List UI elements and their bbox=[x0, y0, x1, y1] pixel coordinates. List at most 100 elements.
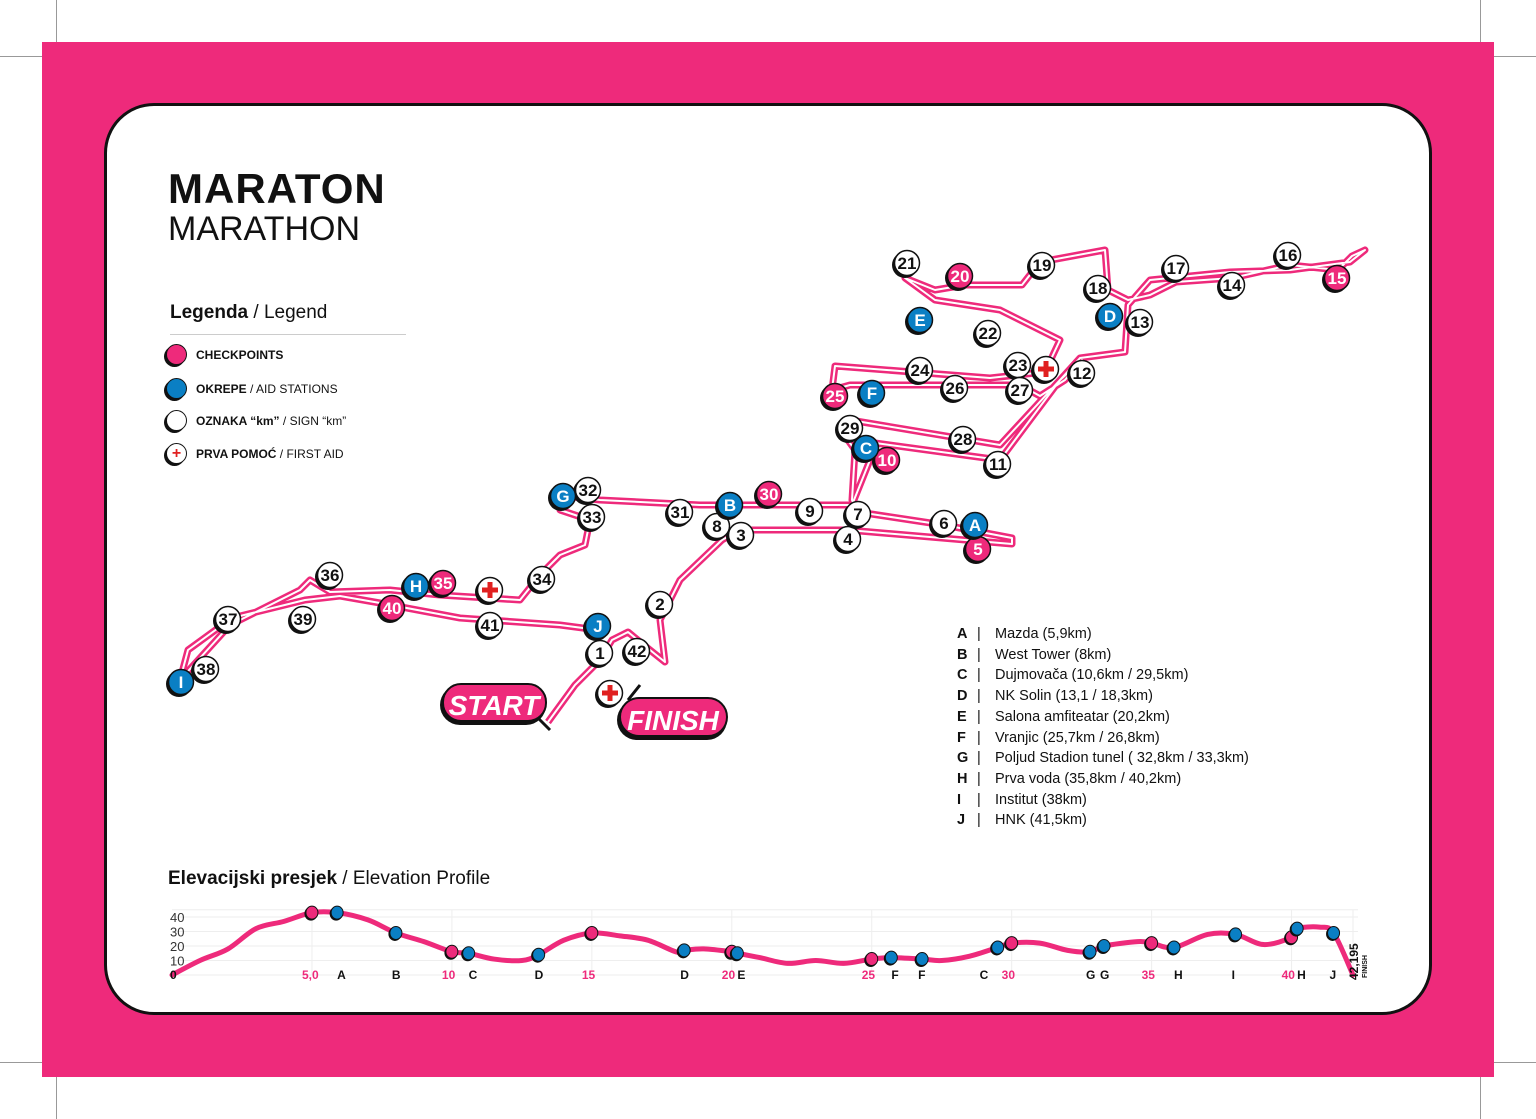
km-sign-marker-label: 31 bbox=[671, 503, 690, 522]
km-sign-marker: 33 bbox=[577, 503, 606, 532]
km-sign-marker: 19 bbox=[1027, 251, 1056, 280]
km-sign-marker: 21 bbox=[892, 249, 921, 278]
elevation-checkpoint-point bbox=[865, 952, 879, 967]
station-name: Mazda (5,9km) bbox=[995, 626, 1092, 642]
separator: | bbox=[977, 791, 981, 808]
aid-station-marker: A bbox=[960, 511, 989, 540]
finish-label: FINISH bbox=[627, 705, 720, 736]
finish-badge: FINISH bbox=[617, 684, 728, 740]
km-sign-marker: 23 bbox=[1003, 351, 1032, 380]
km-sign-marker-label: 16 bbox=[1279, 246, 1298, 265]
checkpoint-marker-label: 10 bbox=[878, 451, 897, 470]
y-tick-label: 10 bbox=[170, 954, 184, 969]
y-tick-label: 20 bbox=[170, 939, 184, 954]
elevation-aid-point bbox=[389, 925, 403, 940]
legend-heading-rest: / Legend bbox=[248, 302, 328, 323]
aid-station-marker-label: J bbox=[593, 617, 602, 636]
station-row: E | Salona amfiteatar (20,2km) bbox=[957, 707, 1249, 728]
km-sign-marker-label: 2 bbox=[655, 595, 664, 614]
x-tick-km-label: 20 bbox=[722, 968, 736, 982]
km-sign-marker-label: 23 bbox=[1009, 356, 1028, 375]
km-sign-marker-label: 1 bbox=[595, 644, 604, 663]
km-sign-marker: 9 bbox=[795, 497, 824, 526]
start-label: START bbox=[449, 690, 543, 721]
crop-mark bbox=[56, 0, 57, 42]
legend-label-rest: / SIGN “km” bbox=[279, 413, 347, 428]
checkpoint-marker: 5 bbox=[963, 535, 992, 564]
elevation-aid-point bbox=[991, 940, 1005, 955]
km-sign-marker: 4 bbox=[833, 525, 862, 554]
x-tick-aid-label: B bbox=[392, 968, 401, 982]
first-aid-cross-icon: + bbox=[166, 443, 187, 464]
km-sign-marker-label: 28 bbox=[954, 430, 973, 449]
checkpoint-marker-label: 35 bbox=[434, 574, 453, 593]
elevation-aid-point bbox=[1229, 927, 1243, 942]
crop-mark bbox=[1480, 1077, 1481, 1119]
km-sign-marker-label: 13 bbox=[1131, 313, 1150, 332]
legend-item-aid: OKREPE / AID STATIONS bbox=[166, 378, 338, 399]
crop-mark bbox=[0, 56, 42, 57]
aid-station-marker-label: C bbox=[860, 439, 872, 458]
legend-label-rest: / FIRST AID bbox=[276, 446, 344, 461]
checkpoint-marker-label: 15 bbox=[1328, 269, 1347, 288]
station-row: I|Institut (38km) bbox=[957, 790, 1249, 811]
km-sign-marker-label: 19 bbox=[1033, 256, 1052, 275]
x-tick-km-label: 5,0 bbox=[302, 968, 319, 982]
checkpoint-marker: 30 bbox=[754, 480, 783, 509]
x-tick-aid-label: J bbox=[1330, 968, 1337, 982]
km-sign-marker-label: 41 bbox=[481, 616, 500, 635]
crop-mark bbox=[1480, 0, 1481, 42]
x-tick-aid-label: D bbox=[535, 968, 544, 982]
separator: | bbox=[977, 646, 981, 663]
station-row: G|Poljud Stadion tunel ( 32,8km / 33,3km… bbox=[957, 748, 1249, 769]
km-sign-marker-label: 7 bbox=[853, 505, 862, 524]
checkpoint-marker: 40 bbox=[377, 594, 406, 623]
finish-word-label: FINISH bbox=[1362, 955, 1369, 978]
station-code: F bbox=[957, 729, 966, 746]
km-sign-marker-label: 4 bbox=[843, 530, 853, 549]
station-code: B bbox=[957, 646, 968, 663]
elevation-heading: Elevacijski presjek / Elevation Profile bbox=[168, 868, 490, 890]
km-sign-marker: 39 bbox=[288, 605, 317, 634]
first-aid-icon bbox=[475, 576, 504, 605]
x-tick-km-label: 25 bbox=[862, 968, 876, 982]
elevation-aid-point bbox=[915, 952, 929, 967]
km-sign-marker-label: 21 bbox=[898, 254, 917, 273]
km-sign-marker-label: 12 bbox=[1073, 364, 1092, 383]
km-sign-marker: 38 bbox=[191, 655, 220, 684]
elevation-aid-point bbox=[730, 946, 744, 961]
station-name: Salona amfiteatar (20,2km) bbox=[995, 708, 1170, 725]
aid-station-marker-label: I bbox=[179, 673, 184, 692]
checkpoint-marker-label: 25 bbox=[826, 387, 845, 406]
station-code: I bbox=[957, 791, 962, 808]
station-row: J|HNK (41,5km) bbox=[957, 810, 1249, 831]
crop-mark bbox=[0, 1062, 42, 1063]
checkpoint-marker-label: 20 bbox=[951, 267, 970, 286]
station-code: D bbox=[957, 688, 968, 705]
station-name: NK Solin (13,1 / 18,3km) bbox=[995, 688, 1153, 705]
km-sign-dot-icon bbox=[166, 410, 187, 431]
crop-mark bbox=[56, 1077, 57, 1119]
x-tick-aid-label: G bbox=[1100, 968, 1109, 982]
station-row: D|NK Solin (13,1 / 18,3km) bbox=[957, 686, 1249, 707]
elevation-aid-point bbox=[677, 943, 691, 958]
crop-mark bbox=[1494, 1062, 1536, 1063]
separator: | bbox=[977, 708, 981, 725]
station-row: H|Prva voda (35,8km / 40,2km) bbox=[957, 769, 1249, 790]
km-sign-marker-label: 22 bbox=[979, 324, 998, 343]
km-sign-marker-label: 17 bbox=[1167, 259, 1186, 278]
station-row: B|West Tower (8km) bbox=[957, 645, 1249, 666]
km-sign-marker-label: 33 bbox=[583, 508, 602, 527]
aid-station-marker-label: G bbox=[556, 487, 569, 506]
km-sign-marker: 14 bbox=[1217, 271, 1246, 300]
km-sign-marker-label: 36 bbox=[321, 566, 340, 585]
station-code: E bbox=[957, 708, 967, 725]
aid-station-marker-label: A bbox=[969, 516, 981, 535]
station-row: C|Dujmovača (10,6km / 29,5km) bbox=[957, 665, 1249, 686]
km-sign-marker-label: 3 bbox=[736, 526, 745, 545]
km-sign-marker-label: 37 bbox=[219, 610, 238, 629]
legend-label-rest: / AID STATIONS bbox=[246, 381, 338, 396]
km-sign-marker: 31 bbox=[665, 498, 694, 527]
station-code: C bbox=[957, 667, 968, 684]
